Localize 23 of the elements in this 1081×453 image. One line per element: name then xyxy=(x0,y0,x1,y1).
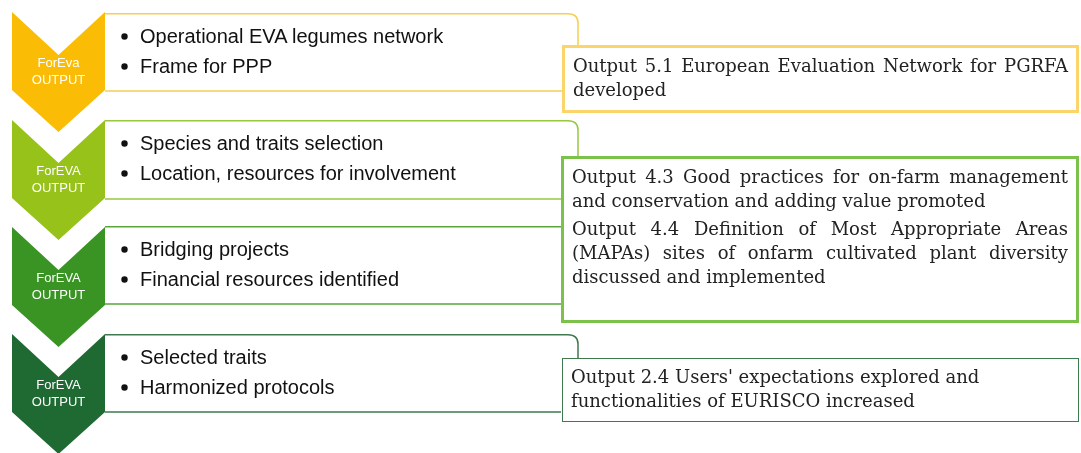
bullet-item: Operational EVA legumes network xyxy=(140,25,444,47)
bullet-item: Financial resources identified xyxy=(140,268,400,290)
chevron-label: ForEVA OUTPUT xyxy=(30,162,87,196)
output-description: Output 4.3 Good practices for on-farm management and conservation and adding value promoted xyxy=(572,165,1068,213)
output-description: Output 2.4 Users' expectations explored and functionalities of EURISCO increased xyxy=(571,365,981,413)
bullet-item: Species and traits selection xyxy=(140,132,384,154)
output-description: Output 4.4 Definition of Most Appropriate Areas (MAPAs) sites of onfarm cultivated plant diversity discussed and implemented xyxy=(572,217,1068,289)
chevron-shape xyxy=(12,12,105,132)
bullet-item: Selected traits xyxy=(140,346,267,368)
chevron-label: ForEVA OUTPUT xyxy=(30,376,87,410)
bullet-item: Frame for PPP xyxy=(140,55,273,77)
bullet-item: Harmonized protocols xyxy=(140,376,335,398)
output-box xyxy=(562,358,1079,422)
chevron-shape xyxy=(12,334,105,453)
output-box xyxy=(561,156,1079,323)
chevron-label: ForEVA OUTPUT xyxy=(30,269,87,303)
chevron-shape xyxy=(12,120,105,240)
chevron-shape xyxy=(12,227,105,347)
bullet-item: Bridging projects xyxy=(140,238,289,260)
output-box xyxy=(562,45,1079,113)
bullet-item: Location, resources for involvement xyxy=(140,162,456,184)
chevron-label: ForEva OUTPUT xyxy=(30,54,87,88)
output-description: Output 5.1 European Evaluation Network for PGRFA developed xyxy=(573,54,1068,102)
